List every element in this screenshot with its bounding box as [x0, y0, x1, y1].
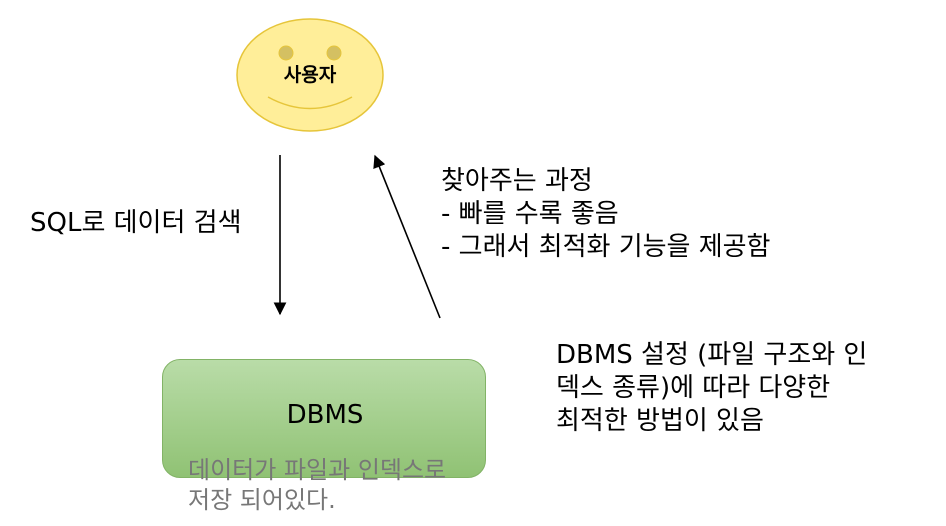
dbms-note-line-1: 데이터가 파일과 인덱스로 [188, 456, 447, 484]
user-node: 사용자 [250, 60, 370, 87]
dbms-note-line-2: 저장 되어있다. [188, 486, 336, 514]
smiley-face-icon [236, 18, 384, 132]
dbms-storage-note: 데이터가 파일과 인덱스로 저장 되어있다. [188, 455, 446, 515]
right-eye [326, 45, 342, 61]
optimization-point-2: - 그래서 최적화 기능을 제공함 [441, 232, 771, 262]
user-label: 사용자 [283, 64, 337, 86]
sql-search-label: SQL로 데이터 검색 [30, 208, 242, 238]
dbms-settings-note: DBMS 설정 (파일 구조와 인 덱스 종류)에 따라 다양한 최적한 방법이… [556, 339, 867, 438]
optimization-point-1: - 빠를 수록 좋음 [441, 199, 619, 229]
face-circle [236, 18, 384, 132]
optimization-title: 찾아주는 과정 [441, 166, 593, 196]
dbms-settings-line-3: 최적한 방법이 있음 [556, 406, 764, 436]
optimization-note: 찾아주는 과정 - 빠를 수록 좋음 - 그래서 최적화 기능을 제공함 [441, 165, 770, 264]
dbms-settings-line-1: DBMS 설정 (파일 구조와 인 [556, 340, 868, 370]
smile-mouth [267, 96, 353, 110]
dbms-title: DBMS [286, 400, 364, 430]
dbms-settings-line-2: 덱스 종류)에 따라 다양한 [556, 373, 831, 403]
result-return-arrow [373, 154, 441, 319]
dbms-node: DBMS [162, 359, 486, 478]
left-eye [278, 45, 294, 61]
